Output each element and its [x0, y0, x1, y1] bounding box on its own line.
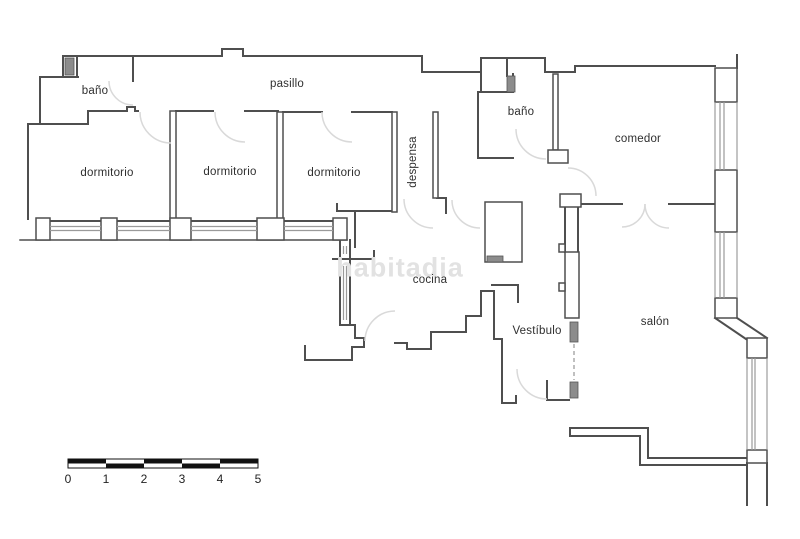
room-label-salon: salón: [640, 316, 670, 328]
wall-bano2-shaft: [480, 57, 716, 93]
door-arc-dorm1: [139, 111, 172, 144]
door-leaf-2: [569, 381, 579, 399]
watermark-logo: habitadia: [336, 252, 464, 283]
room-label-cocina: cocina: [412, 274, 448, 286]
hall-pier: [564, 251, 580, 319]
window-frames-layer: [714, 102, 768, 450]
wall-gallery-exit: [304, 324, 365, 361]
room-label-pasillo: pasillo: [269, 78, 305, 90]
pier-tab-2: [558, 282, 566, 292]
scale-seg: [220, 459, 258, 464]
window-comedor: [719, 102, 725, 170]
door-arc-salon-right: [644, 203, 670, 229]
pier-right-4: [746, 337, 768, 359]
door-arc-comedor: [567, 167, 597, 197]
pier-band-3: [169, 217, 192, 241]
pier-band-5: [332, 217, 348, 241]
window-salon-upper: [719, 232, 725, 298]
scale-seg: [106, 463, 144, 468]
wall-despensa-corner: [436, 197, 447, 214]
pier-right-5: [746, 449, 768, 464]
wall-cocina-stairs: [394, 290, 517, 404]
wall-entry: [546, 380, 570, 401]
windows-layer: [50, 102, 756, 450]
scale-tick-5: 5: [254, 472, 262, 486]
wall-diagonal: [713, 316, 769, 341]
door-arc-despensa: [403, 198, 434, 229]
pier-tab-1: [558, 243, 566, 253]
closet-block: [484, 201, 523, 263]
door-arc-vestibulo: [516, 368, 548, 400]
pier-right-2: [714, 169, 738, 233]
wall-right-lower: [746, 462, 768, 506]
wall-top-perimeter: [62, 48, 482, 73]
scale-tick-0: 0: [64, 472, 72, 486]
room-label-dormitorio-3: dormitorio: [307, 167, 361, 179]
closet-sill: [486, 255, 504, 263]
door-leaf-1: [569, 321, 579, 343]
wall-salon-bottom-cap: [569, 427, 579, 437]
wall-cocina-top: [336, 203, 393, 212]
scale-bar: [67, 458, 259, 469]
door-arc-dorm2: [214, 111, 246, 143]
wall-pier-sides: [564, 206, 579, 253]
door-arc-bano1: [108, 80, 134, 106]
pier-cap: [559, 193, 582, 208]
scale-seg: [144, 459, 182, 464]
scale-tick-3: 3: [178, 472, 186, 486]
doors-layer: [108, 80, 670, 400]
pier-band-1: [35, 217, 51, 241]
wall-bano1-bottom: [39, 106, 139, 125]
scale-seg: [68, 459, 106, 464]
room-label-comedor: comedor: [614, 133, 662, 145]
door-arc-salon-left: [621, 203, 646, 228]
divider-dorm1-dorm2: [169, 110, 177, 222]
window-salon-lower: [751, 358, 756, 450]
pier-right-1: [714, 67, 738, 103]
room-label-dormitorio-1: dormitorio: [80, 167, 134, 179]
wall-bano2-right: [552, 73, 559, 151]
divider-dorm2-dorm3: [276, 111, 284, 221]
door-arc-dorm3: [321, 111, 353, 143]
wall-salon-bottom-inner: [577, 427, 748, 459]
fixtures-layer: [64, 57, 579, 399]
pier-band-4: [256, 217, 285, 241]
vent-bano2: [506, 75, 516, 93]
wall-vestibulo-l: [491, 284, 519, 303]
window-west-band: [342, 246, 348, 320]
wall-left-outer: [27, 77, 41, 220]
scale-tick-1: 1: [102, 472, 110, 486]
room-label-vestibulo: Vestíbulo: [512, 325, 562, 337]
wall-despensa-left: [391, 111, 398, 213]
hinge-block: [547, 149, 569, 164]
wall-salon-bottom-outer: [569, 435, 748, 466]
vent-bano1: [64, 57, 75, 76]
room-label-despensa: despensa: [407, 136, 419, 188]
wall-gallery-stub: [332, 250, 375, 260]
door-arc-bano2: [515, 128, 547, 160]
wall-gallery-band: [339, 239, 351, 326]
pier-right-3: [714, 297, 738, 319]
piers-layer: [35, 67, 768, 464]
door-arc-hall: [451, 199, 481, 229]
room-label-bano-2: baño: [507, 106, 535, 118]
room-label-dormitorio-2: dormitorio: [203, 166, 257, 178]
wall-despensa-right: [432, 111, 439, 199]
scale-tick-2: 2: [140, 472, 148, 486]
scale-seg: [182, 463, 220, 468]
pier-band-2: [100, 217, 118, 241]
scale-tick-4: 4: [216, 472, 224, 486]
window-south-band: [50, 225, 333, 232]
window-frame-lines: [714, 102, 768, 450]
wall-bano1-shaft: [39, 55, 79, 78]
door-arc-cocina: [364, 310, 396, 342]
room-label-bano-1: baño: [81, 85, 109, 97]
